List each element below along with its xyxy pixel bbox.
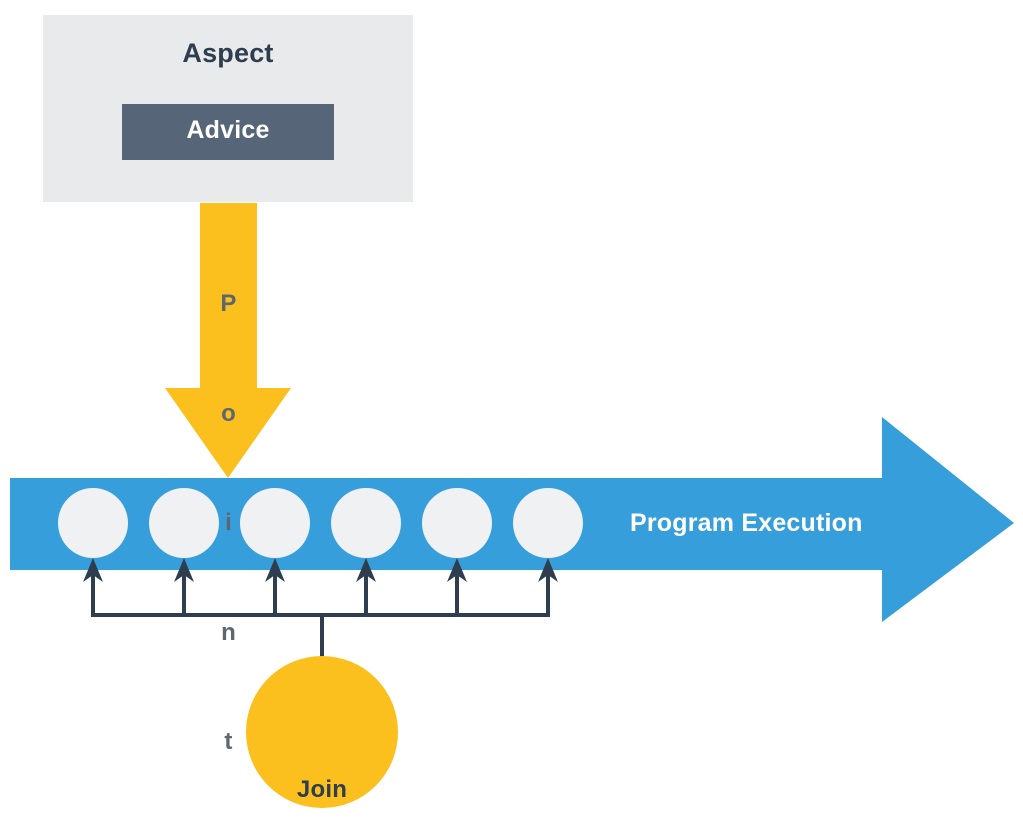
join-point-circles (58, 488, 583, 558)
join-point-circle (513, 488, 583, 558)
join-point-connectors (91, 572, 550, 660)
connector-arrowhead (538, 558, 558, 582)
connector-arrowhead (356, 558, 376, 582)
join-points-circle (246, 656, 398, 808)
advice-box (122, 104, 334, 160)
connector-arrowhead (265, 558, 285, 582)
join-point-circle (331, 488, 401, 558)
program-execution-arrow (10, 417, 1014, 622)
connector-arrowhead (174, 558, 194, 582)
connector-arrowheads (83, 558, 558, 582)
connector-arrowhead (83, 558, 103, 582)
pointcut-arrow (165, 203, 291, 478)
join-point-circle (58, 488, 128, 558)
join-point-circle (149, 488, 219, 558)
join-point-circle (422, 488, 492, 558)
connector-arrowhead (447, 558, 467, 582)
join-point-circle (240, 488, 310, 558)
